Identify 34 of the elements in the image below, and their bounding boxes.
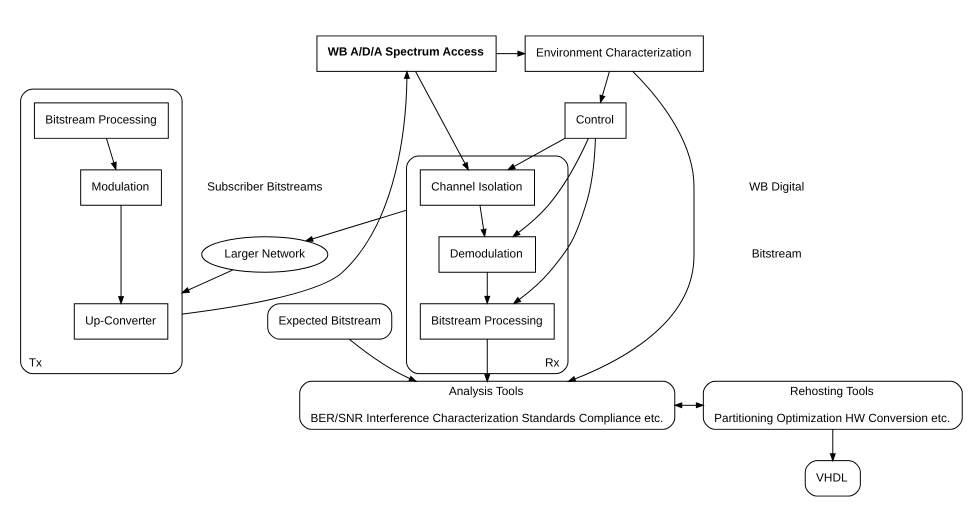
- arrow: [106, 138, 117, 171]
- node-box: Control: [564, 102, 627, 139]
- arrow: [600, 71, 610, 104]
- arrow: [512, 138, 596, 304]
- node-box: WB A/D/A Spectrum Access: [316, 35, 497, 72]
- arrow: [506, 138, 566, 170]
- arrow: [304, 210, 408, 242]
- arrow: [182, 70, 410, 315]
- arrow: [566, 70, 694, 382]
- arrow: [349, 338, 418, 382]
- node-box: Channel Isolation: [420, 169, 535, 206]
- node-box: Analysis Tools BER/SNR Interference Characterization Standards Compliance etc.: [299, 380, 676, 430]
- node-box: Bitstream Processing: [34, 102, 169, 139]
- label: WB Digital: [749, 180, 804, 194]
- arrow: [484, 272, 490, 305]
- node-box: Up-Converter: [74, 303, 168, 340]
- arrow: [512, 138, 589, 238]
- arrow: [180, 269, 234, 294]
- node-box: Modulation: [80, 169, 162, 206]
- node-box: Expected Bitstream: [267, 303, 392, 340]
- arrow: [830, 428, 836, 462]
- arrow: [673, 402, 705, 408]
- node-box: Demodulation: [438, 236, 536, 273]
- node-box: Environment Characterization: [524, 35, 704, 72]
- label: Subscriber Bitstreams: [207, 180, 322, 194]
- arrow: [496, 50, 526, 57]
- arrow: [480, 205, 487, 238]
- node-box: Bitstream Processing: [420, 303, 555, 340]
- arrow: [118, 205, 124, 306]
- node-box: Rehosting Tools Partitioning Optimization HW Conversion etc.: [702, 380, 963, 430]
- arrow: [415, 71, 470, 171]
- node-box: VHDL: [804, 460, 861, 497]
- label: Bitstream: [752, 246, 802, 261]
- arrow: [484, 338, 490, 383]
